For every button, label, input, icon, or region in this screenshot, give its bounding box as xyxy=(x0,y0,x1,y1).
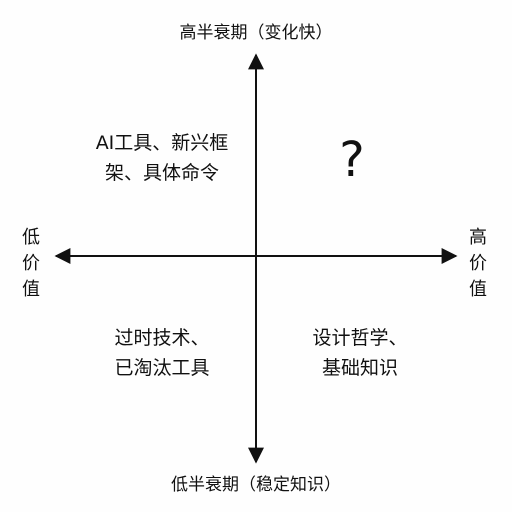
quadrant-text-line: 架、具体命令 xyxy=(104,162,219,184)
right-axis-char: 高 xyxy=(469,227,487,248)
top-axis-label: 高半衰期（变化快） xyxy=(179,23,333,43)
quadrant-top-right: ? xyxy=(300,130,404,190)
quadrant-text-line: 基础知识 xyxy=(321,357,398,379)
right-axis-char: 价 xyxy=(469,253,487,274)
left-axis-label: 低 价 值 xyxy=(19,225,43,303)
quadrant-text-line: 设计哲学、 xyxy=(312,327,408,349)
right-axis-label: 高 价 值 xyxy=(466,225,490,303)
quadrant-text-line: AI工具、新兴框 xyxy=(95,132,229,154)
right-axis-char: 值 xyxy=(469,279,487,300)
left-axis-char: 低 xyxy=(22,227,40,248)
bottom-axis-label: 低半衰期（稳定知识） xyxy=(171,475,341,495)
left-axis-char: 价 xyxy=(22,253,40,274)
quadrant-text-line: 已淘汰工具 xyxy=(114,357,210,379)
quadrant-text-line: 过时技术、 xyxy=(114,327,210,349)
question-mark: ? xyxy=(339,132,365,188)
quadrant-bottom-left: 过时技术、 已淘汰工具 xyxy=(72,323,252,383)
quadrant-top-left: AI工具、新兴框 架、具体命令 xyxy=(72,128,252,188)
quadrant-bottom-right: 设计哲学、 基础知识 xyxy=(270,323,450,383)
left-axis-char: 值 xyxy=(22,279,40,300)
